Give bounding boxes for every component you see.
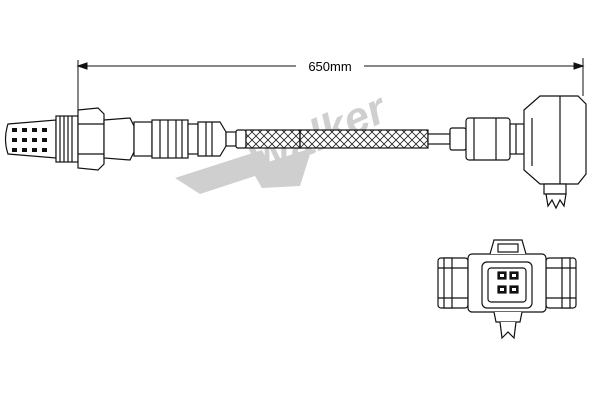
grommet xyxy=(225,129,247,149)
connector-pins xyxy=(497,271,519,294)
inline-connector xyxy=(449,117,525,161)
plug-housing xyxy=(523,95,587,210)
braided-cable xyxy=(245,129,451,149)
hex-nut xyxy=(77,107,135,171)
sensor-sleeve xyxy=(133,119,227,159)
dimension-label: 650mm xyxy=(308,59,351,74)
thread-section xyxy=(55,115,79,163)
connector-face-view xyxy=(437,239,577,340)
sensor-tip xyxy=(4,119,57,159)
dimension-line xyxy=(76,58,585,118)
